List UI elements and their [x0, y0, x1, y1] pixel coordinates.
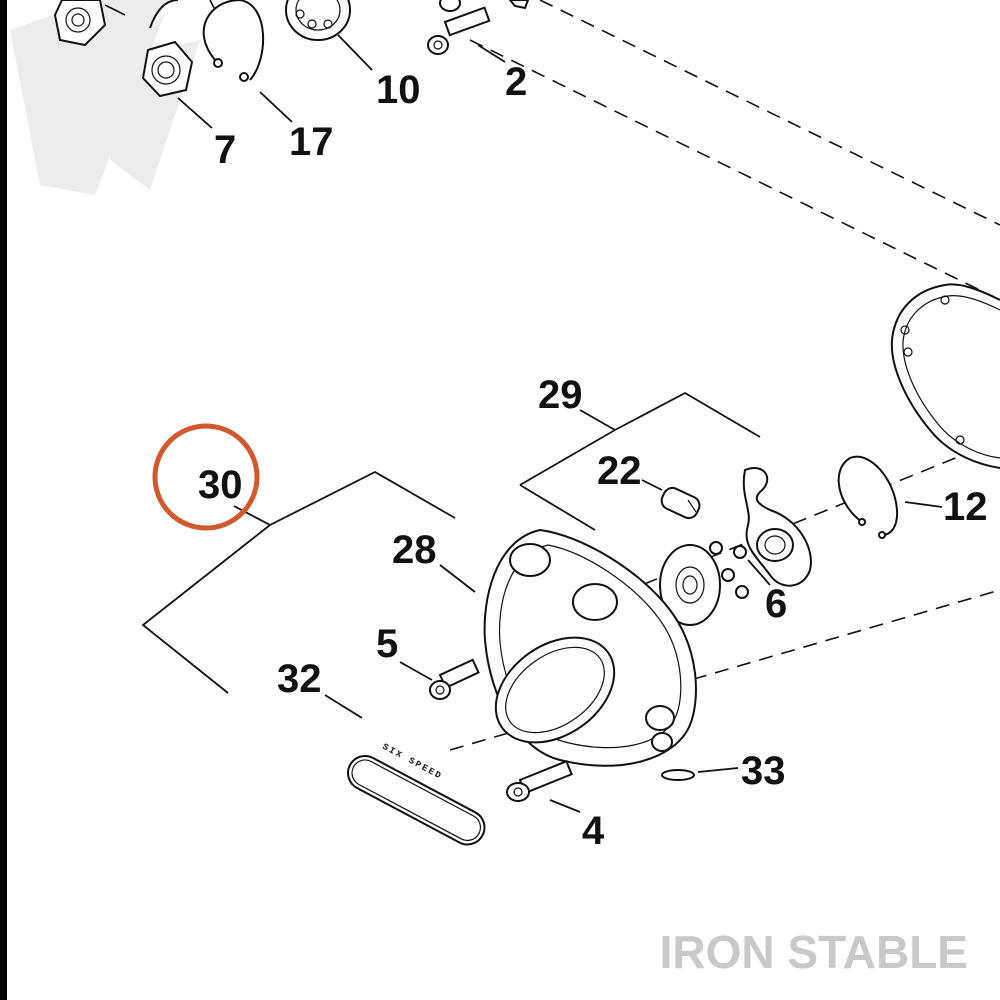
callout-10: 10: [376, 68, 421, 112]
plug-22: [660, 486, 701, 520]
snap-ring-small: [149, 0, 179, 29]
snap-ring-17: [202, 0, 265, 82]
coupling-ramp: [659, 544, 721, 626]
highlight-circle: [152, 423, 260, 531]
o-ring-33: [661, 769, 695, 781]
callout-29: 29: [538, 373, 583, 417]
callout-7: 7: [214, 128, 236, 172]
callout-33: 33: [741, 749, 786, 793]
callout-6: 6: [765, 582, 787, 626]
nut-7: [141, 40, 194, 98]
leader-lines: [177, 34, 943, 813]
screw-5: [429, 658, 480, 700]
callout-30: 30: [198, 463, 243, 507]
callout-32: 32: [277, 657, 322, 701]
screw-4: [506, 759, 573, 802]
left-border: [0, 0, 7, 1000]
ball-bearings: [709, 541, 749, 599]
callout-5: 5: [376, 622, 398, 666]
watermark-text: IRON STABLE: [660, 926, 968, 978]
callout-17: 17: [289, 120, 334, 164]
gasket: [890, 283, 1000, 469]
six-speed-badge-32: SIX SPEED: [347, 742, 486, 846]
release-ramp-6: [742, 467, 812, 587]
retaining-ring-12: [837, 455, 899, 539]
background-watermark-shape: [10, 0, 200, 195]
callout-labels: 10 2 7 17 29 30 22 12 28 6 5 32 33 4: [198, 60, 988, 853]
nut-top-left: [53, 0, 107, 47]
callout-4: 4: [582, 809, 605, 853]
bolt-2: [427, 0, 491, 55]
side-cover-28: [483, 528, 697, 767]
group-bracket-29: [519, 391, 761, 531]
bearing-10: [285, 0, 351, 41]
callout-12: 12: [943, 485, 988, 529]
callout-2: 2: [505, 60, 527, 104]
group-bracket-30: [141, 470, 456, 694]
callout-22: 22: [597, 449, 642, 493]
callout-28: 28: [392, 528, 437, 572]
